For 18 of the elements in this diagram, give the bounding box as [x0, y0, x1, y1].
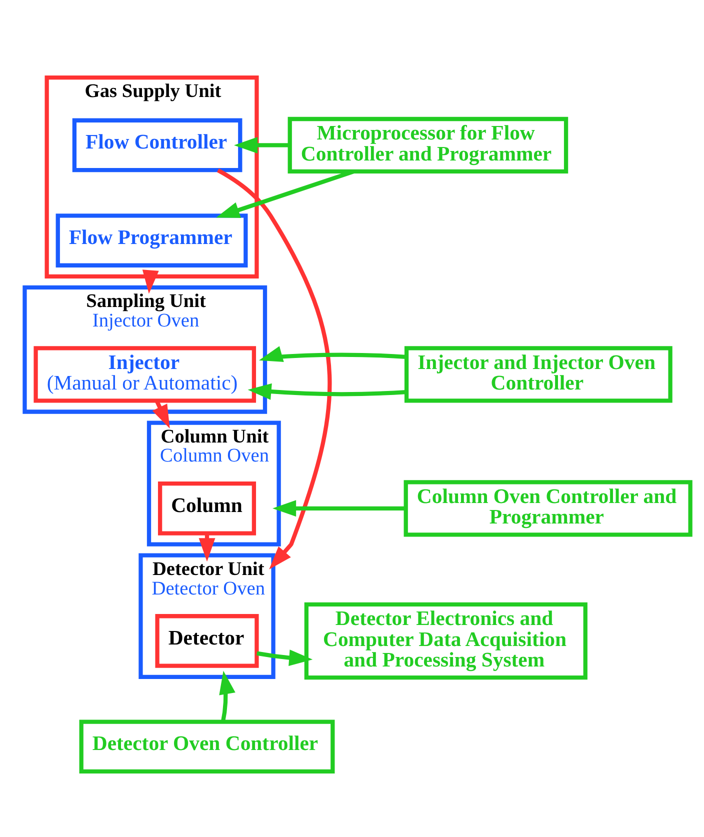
node-box: Flow Programmer	[56, 213, 248, 267]
arrow	[142, 269, 159, 294]
arrow	[216, 168, 332, 569]
node-box: Column Oven Controller and Programmer	[404, 480, 692, 536]
node-box: Detector Electronics and Computer Data Acquisition and Processing System	[304, 602, 588, 680]
arrow	[219, 670, 236, 722]
node-box: Microprocessor for Flow Controller and Programmer	[288, 116, 568, 174]
arrow	[258, 346, 406, 362]
node-box: Detector	[155, 614, 259, 668]
node-box: Injector (Manual or Automatic)	[34, 346, 256, 402]
arrow	[234, 136, 290, 153]
node-box: Detector Oven Controller	[79, 719, 335, 774]
node-box: Column	[158, 480, 256, 535]
arrow	[248, 382, 406, 400]
arrow	[256, 649, 313, 666]
node-box: Injector and Injector Oven Controller	[404, 346, 672, 402]
node-box: Flow Controller	[72, 118, 242, 172]
arrow	[272, 500, 406, 516]
